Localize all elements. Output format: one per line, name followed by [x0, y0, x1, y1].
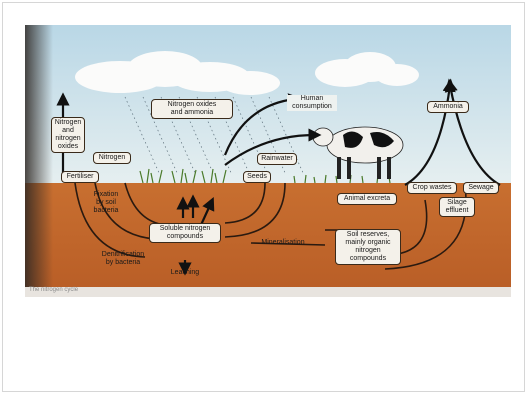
book-spine-shadow [25, 25, 53, 287]
label-nitrogen: Nitrogen [93, 152, 131, 164]
figure-caption: The nitrogen cycle [29, 287, 79, 293]
label-human-consumption: Human consumption [287, 95, 337, 111]
label-leaching: Leaching [170, 269, 200, 276]
label-soluble-nitrogen: Soluble nitrogen compounds [149, 223, 221, 243]
nitrogen-cycle-figure: Nitrogen oxides and ammonia Human consum… [25, 25, 511, 297]
page-bottom [25, 287, 511, 297]
label-seeds: Seeds [243, 171, 271, 183]
label-crop-wastes: Crop wastes [407, 182, 457, 194]
label-denitrification: Denitrification by bacteria [101, 251, 145, 266]
label-nitrogen-oxides: Nitrogen oxides and ammonia [151, 99, 233, 119]
label-mineralisation: Mineralisation [261, 239, 305, 246]
cow-illustration [312, 126, 404, 179]
label-soil-reserves: Soil reserves, mainly organic nitrogen c… [335, 229, 401, 265]
label-silage-effluent: Silage effluent [439, 197, 475, 217]
label-ammonia: Ammonia [427, 101, 469, 113]
cloud-right [315, 52, 419, 87]
image-frame: Nitrogen oxides and ammonia Human consum… [2, 2, 525, 392]
label-nitrogen-fixing: Nitrogen and nitrogen oxides [51, 117, 85, 153]
label-rainwater: Rainwater [257, 153, 297, 165]
label-fixation-by-soil: Fixation by soil bacteria [93, 191, 119, 214]
label-sewage: Sewage [463, 182, 499, 194]
label-fertiliser: Fertiliser [61, 171, 99, 183]
soil [25, 183, 511, 297]
label-animal-excreta: Animal excreta [337, 193, 397, 205]
cloud-left [75, 51, 280, 95]
